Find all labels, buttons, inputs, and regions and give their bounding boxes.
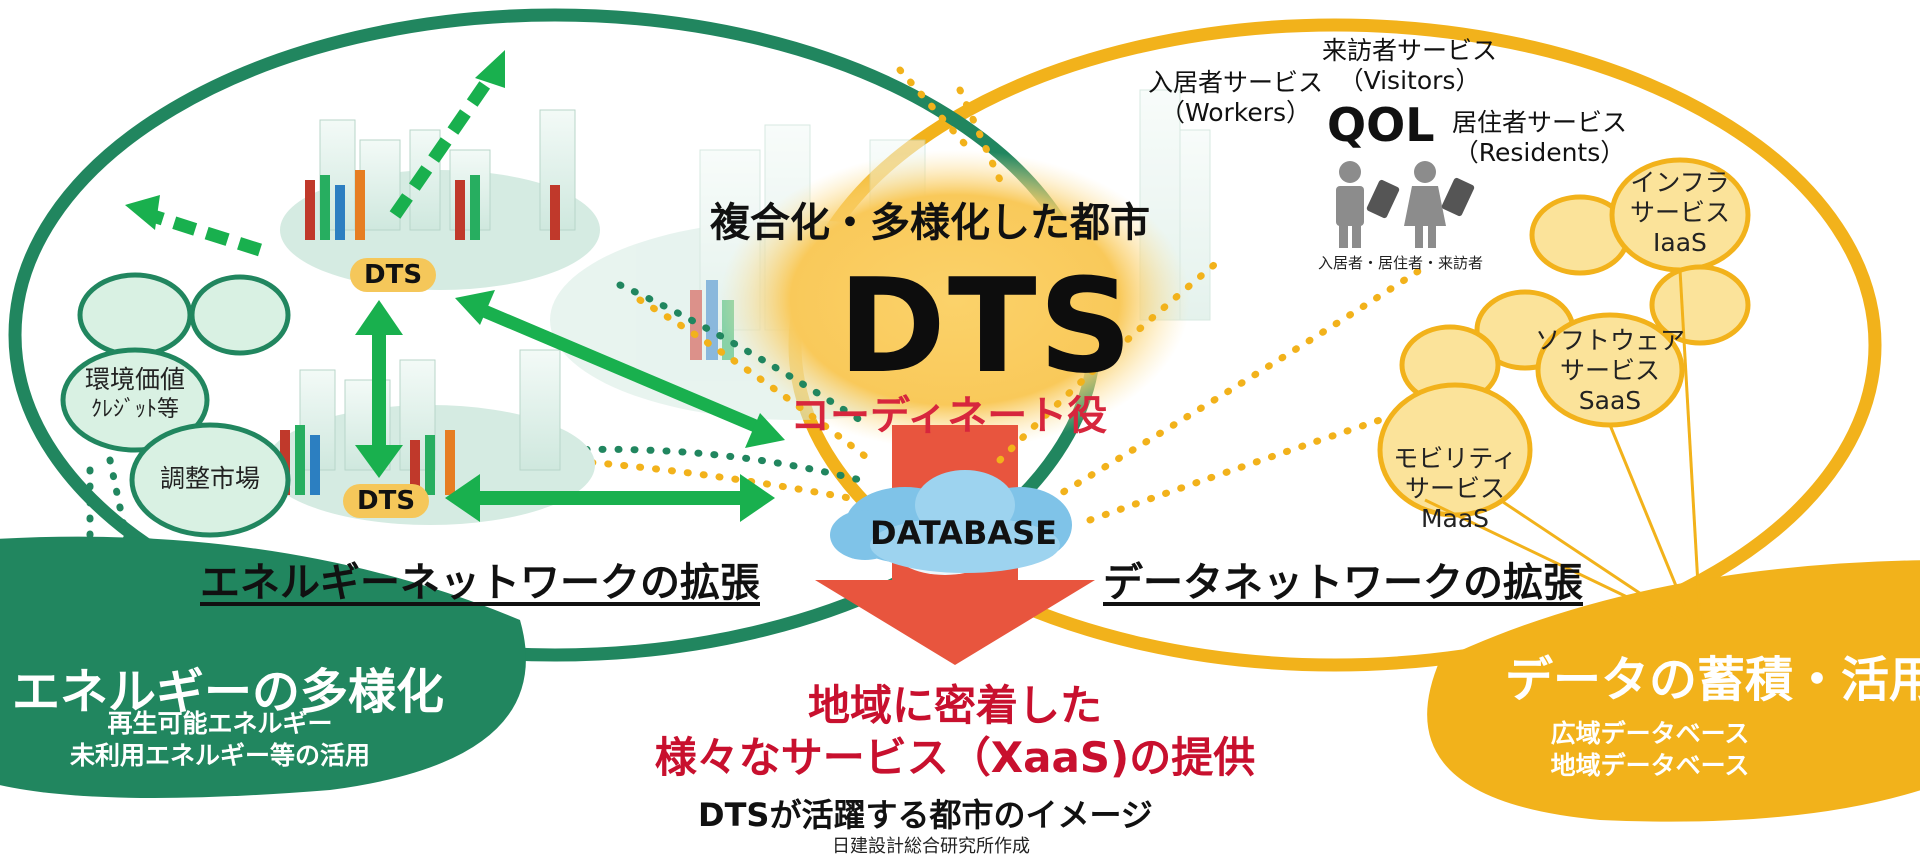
energy-diversification-title: エネルギーの多様化 <box>12 664 445 720</box>
infra-line3: IaaS <box>1653 228 1707 257</box>
software-service-bubble: ソフトウェア サービス SaaS <box>1525 326 1695 416</box>
data-utilization-sub: 広域データベース 地域データベース <box>1520 718 1780 782</box>
residents-line1: 居住者サービス <box>1452 108 1628 137</box>
mobility-service-bubble: モビリティ サービス MaaS <box>1375 444 1535 534</box>
env-credit-line2: ｸﾚｼﾞｯﾄ等 <box>90 397 179 422</box>
workers-line1: 入居者サービス <box>1148 68 1324 97</box>
energy-diversification-sub: 再生可能エネルギー 未利用エネルギー等の活用 <box>40 708 400 772</box>
data-utilization-title: データの蓄積・活用 <box>1505 652 1920 708</box>
city-label-top: DTS <box>350 258 437 292</box>
energy-sub-line1: 再生可能エネルギー <box>107 709 333 738</box>
diagram-caption: DTSが活躍する都市のイメージ <box>698 796 1153 834</box>
right-dotted-links <box>896 66 1424 524</box>
workers-label: 入居者サービス （Workers） <box>1148 68 1323 128</box>
infra-service-bubble: インフラ サービス IaaS <box>1610 168 1750 258</box>
database-label: DATABASE <box>870 514 1058 552</box>
software-line2: サービス <box>1559 356 1660 385</box>
data-blob <box>1427 560 1920 822</box>
energy-network-heading: エネルギーネットワークの拡張 <box>200 560 760 606</box>
energy-exchange-arrows <box>355 290 785 522</box>
dts-glow <box>720 150 1190 450</box>
left-top-city <box>280 109 600 290</box>
energy-sub-line2: 未利用エネルギー等の活用 <box>69 741 370 770</box>
credit-text: 日建設計総合研究所作成 <box>832 836 1030 857</box>
visitors-label: 来訪者サービス （Visitors） <box>1322 36 1497 96</box>
software-line1: ソフトウェア <box>1534 326 1685 355</box>
data-sub-line2: 地域データベース <box>1550 751 1750 780</box>
database-cloud <box>830 470 1072 575</box>
coordinator-label: コーディネート役 <box>790 393 1108 439</box>
services-statement: 地域に密着した 様々なサービス（XaaS)の提供 <box>560 680 1350 784</box>
residents-label: 居住者サービス （Residents） <box>1452 108 1627 168</box>
left-bubbles <box>60 272 291 538</box>
software-line3: SaaS <box>1578 386 1642 415</box>
market-bubble: 調整市場 <box>159 464 260 493</box>
city-label-bottom: DTS <box>343 484 430 518</box>
env-credit-bubble: 環境価値 ｸﾚｼﾞｯﾄ等 <box>70 365 200 425</box>
dts-title: DTS <box>838 250 1135 402</box>
visitors-line1: 来訪者サービス <box>1322 36 1498 65</box>
mobility-line2: サービス <box>1404 474 1505 503</box>
qol-label: QOL <box>1327 98 1435 152</box>
infra-line2: サービス <box>1629 198 1730 227</box>
expansion-arrows <box>125 50 505 257</box>
workers-line2: （Workers） <box>1159 98 1312 127</box>
people-icon <box>1336 161 1475 248</box>
services-line1: 地域に密着した <box>807 681 1102 730</box>
infra-line1: インフラ <box>1630 168 1730 197</box>
visitors-line2: （Visitors） <box>1338 66 1481 95</box>
data-sub-line1: 広域データベース <box>1550 719 1750 748</box>
env-credit-line1: 環境価値 <box>84 365 185 394</box>
city-title: 複合化・多様化した都市 <box>710 200 1150 246</box>
balloon-strings <box>1424 269 1702 622</box>
data-network-heading: データネットワークの拡張 <box>1103 560 1583 606</box>
mobility-line3: MaaS <box>1420 504 1490 533</box>
residents-line2: （Residents） <box>1453 138 1626 167</box>
mobility-line1: モビリティ <box>1393 444 1517 473</box>
services-line2: 様々なサービス（XaaS)の提供 <box>654 733 1256 782</box>
people-caption: 入居者・居住者・来訪者 <box>1318 254 1484 272</box>
energy-blob <box>0 536 526 798</box>
